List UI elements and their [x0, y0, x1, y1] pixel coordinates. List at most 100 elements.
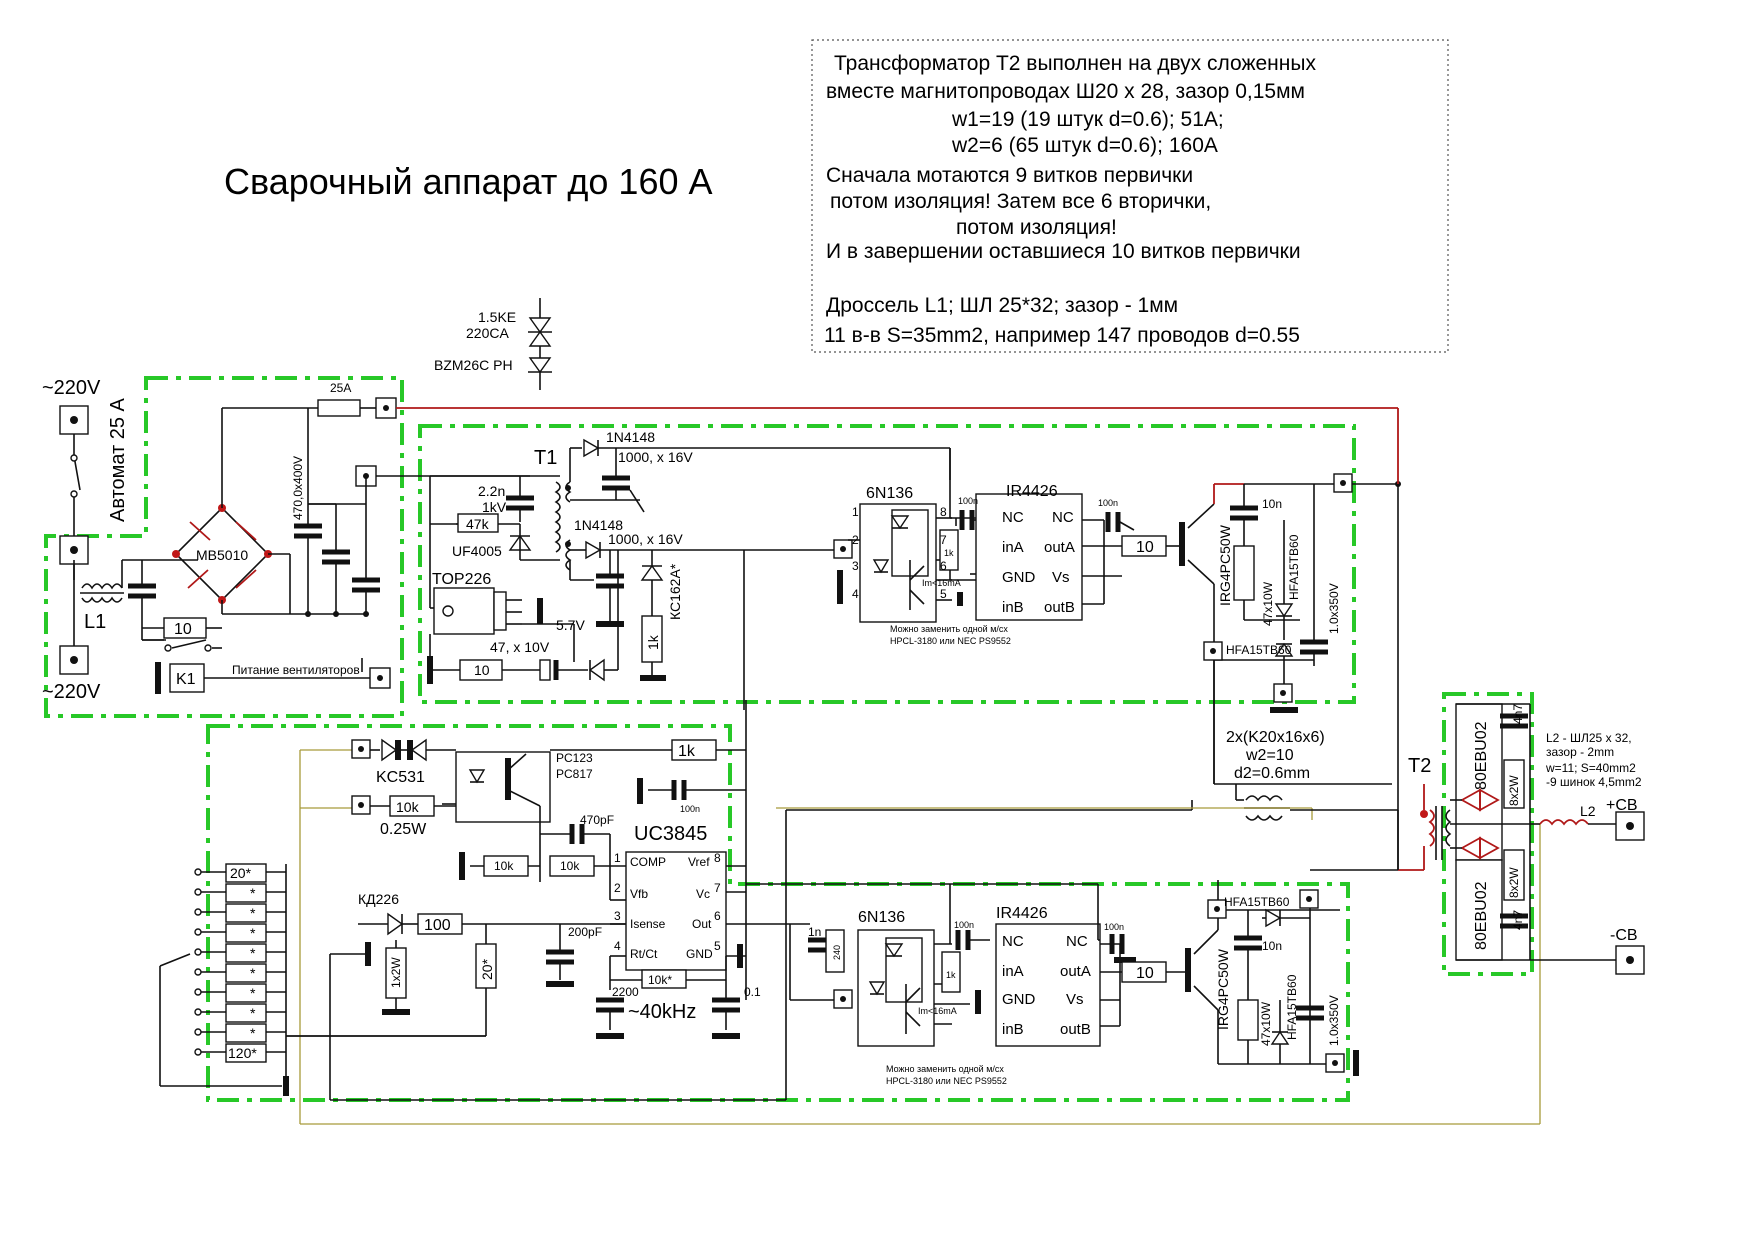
d1-label: 1N4148: [606, 429, 655, 445]
block-outlines: [44, 376, 1534, 1102]
ring-d-label: d2=0.6mm: [1234, 765, 1310, 782]
driver-bot-pin-nc: NC: [1002, 933, 1024, 950]
driver-bot-cap-a: 100n: [954, 920, 974, 930]
pin-numbers: 1 2 3 4 8 7 6 5 1 2 3 4 8 7 6 5: [614, 505, 947, 953]
bulk-cap-label: 470,0x400V: [291, 456, 305, 520]
r10k-star-label: 10k*: [648, 973, 672, 987]
ladder-1: *: [250, 885, 256, 901]
schematic-title: Сварочный аппарат до 160 А: [224, 161, 713, 202]
ladder-3: *: [250, 925, 256, 941]
svg-text:1: 1: [852, 505, 859, 519]
plus-terminal-label: +СВ: [1606, 797, 1638, 814]
driver-bot-pin-ina: inA: [1002, 963, 1024, 980]
l2-note-2: зазор - 2mm: [1546, 745, 1614, 759]
note-line-2: вместе магнитопроводах Ш20 х 28, зазор 0…: [826, 80, 1305, 103]
output-stage: [776, 660, 1645, 975]
c4n7-b-label: 4n7: [1511, 910, 1525, 930]
driver-top-pin-gnd: GND: [1002, 569, 1036, 586]
fuse-label: 25A: [330, 381, 351, 395]
driver-bot-rgate: 10: [1136, 965, 1154, 982]
l2-note-3: w=11; S=40mm2: [1545, 761, 1636, 775]
uc3845-label: UC3845: [634, 823, 707, 845]
breaker-label: Автомат 25 А: [107, 397, 129, 522]
driver-bot-r240: 240: [832, 945, 842, 960]
igbt-top-csnub: 1.0x350V: [1327, 583, 1341, 634]
ladder-6: *: [250, 985, 256, 1001]
svg-text:2: 2: [852, 533, 859, 547]
uc-pin-vc: Vc: [696, 887, 710, 901]
driver-top-pin-vs: Vs: [1052, 569, 1070, 586]
l2-note-1: L2 - ШЛ25 х 32,: [1546, 731, 1632, 745]
svg-text:4: 4: [852, 587, 859, 601]
ladder-0: 20*: [230, 865, 252, 881]
svg-text:4: 4: [614, 939, 621, 953]
fans-label: Питание вентиляторов: [232, 663, 360, 677]
driver-bottom: [746, 880, 1359, 1076]
zeners-label: KC531: [376, 769, 425, 786]
igbt-top-label: IRG4PC50W: [1217, 524, 1233, 606]
mains-label-2: ~220V: [42, 681, 101, 703]
uc-pin-isense: Isense: [630, 917, 666, 931]
c3-label: 47, x 10V: [490, 639, 550, 655]
uc-pin-gnd: GND: [686, 947, 713, 961]
note-line-4: w2=6 (65 штук d=0.6); 160А: [951, 134, 1218, 157]
igbt-bot-dfast2: HFA15TB60: [1285, 974, 1299, 1040]
t2-label: T2: [1408, 755, 1431, 777]
driver-top-rgate: 10: [1136, 539, 1154, 556]
driver-bot-pin-vs: Vs: [1066, 991, 1084, 1008]
svg-text:1: 1: [614, 851, 621, 865]
note-line-3: w1=19 (19 штук d=0.6); 51А;: [951, 108, 1224, 131]
uc-pin-out: Out: [692, 917, 712, 931]
note-line-7: потом изоляция!: [956, 216, 1117, 239]
choke-l1: [73, 559, 198, 603]
driver-top-pin-ina: inA: [1002, 539, 1024, 556]
note-line-1: Трансформатор Т2 выполнен на двух сложен…: [834, 52, 1316, 75]
note-line-9: Дроссель L1; ШЛ 25*32; зазор - 1мм: [826, 294, 1178, 317]
igbt-top-dfast: HFA15TB60: [1287, 534, 1301, 600]
svg-text:3: 3: [852, 559, 859, 573]
svg-text:5: 5: [714, 939, 721, 953]
ladder-7: *: [250, 1005, 256, 1021]
snub-res-label: 47k: [466, 516, 490, 532]
igbt-bot-rsnub: 47x10W: [1259, 1001, 1273, 1046]
driver-bot-alt1: Можно заменить одной м/сх: [886, 1064, 1004, 1074]
c1-label: 1000, x 16V: [618, 449, 693, 465]
ladder-9: 120*: [228, 1045, 257, 1061]
snub-cap-label: 2.2n: [478, 483, 505, 499]
r100-label: 100: [424, 917, 451, 934]
driver-top-pin-nc: NC: [1002, 509, 1024, 526]
x-capacitor: [128, 560, 156, 622]
c2-label: 1000, x 16V: [608, 531, 683, 547]
c2200-label: 2200: [612, 985, 639, 999]
mains-input: [59, 405, 89, 675]
r1k-ctrl-label: 1k: [678, 743, 696, 760]
igbt-top-rsnub: 47x10W: [1261, 581, 1275, 626]
ring-w-label: w2=10: [1245, 747, 1294, 764]
pc-label: PC123: [556, 751, 593, 765]
svg-text:2: 2: [614, 881, 621, 895]
inrush-limiter: [142, 617, 391, 694]
svg-text:8: 8: [940, 505, 947, 519]
l2-label: L2: [1580, 803, 1596, 819]
range-ladder: [159, 863, 486, 1096]
driver-top-alt2: HPCL-3180 или NEC PS9552: [890, 636, 1011, 646]
note-line-10: 11 в-в S=35mm2, например 147 проводов d=…: [824, 324, 1300, 347]
ladder-2: *: [250, 905, 256, 921]
fuse: [317, 397, 397, 419]
tvs-symbol: [528, 298, 552, 390]
driver-top-pin-nc2: NC: [1052, 509, 1074, 526]
rect2-label: 80EBU02: [1473, 881, 1490, 950]
driver-top-pin-inb: inB: [1002, 599, 1024, 616]
minus-terminal-label: -СВ: [1610, 927, 1638, 944]
ring-label: 2x(K20x16x6): [1226, 729, 1325, 746]
uc-pin-comp: COMP: [630, 855, 666, 869]
r8x2w-a-label: 8x2W: [1507, 775, 1521, 806]
driver-top-pin-outa: outA: [1044, 539, 1075, 556]
c100n-ctrl-label: 100n: [680, 804, 700, 814]
r1-flyback-label: 10: [474, 662, 490, 678]
bridge-rectifier: [141, 407, 318, 640]
driver-top-label: IR4426: [1006, 483, 1058, 500]
uc-pin-vfb: Vfb: [630, 887, 648, 901]
inrush-resistor-label: 10: [174, 621, 192, 638]
igbt-bot-c10n: 10n: [1262, 939, 1282, 953]
